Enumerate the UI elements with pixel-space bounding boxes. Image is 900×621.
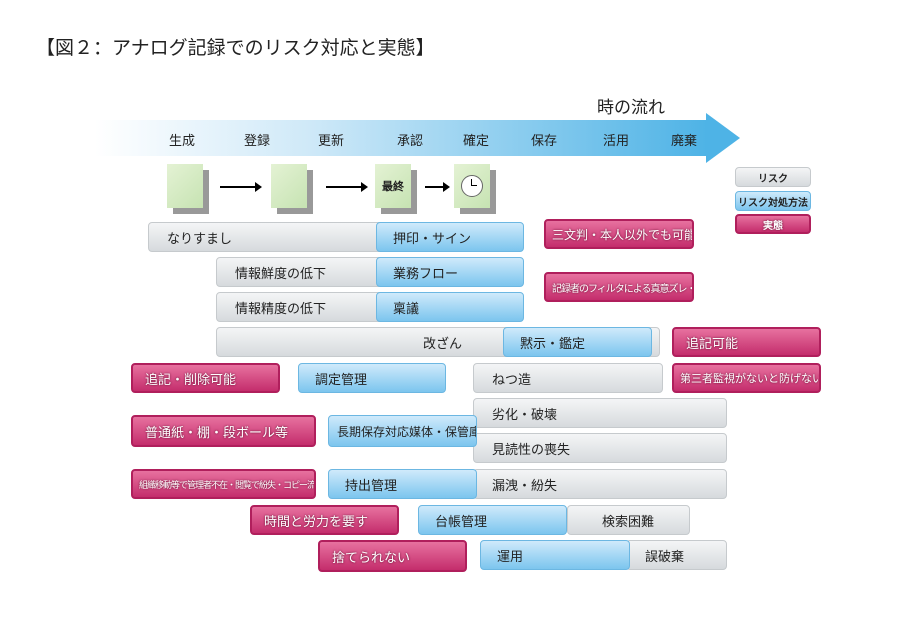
archived-document-icon <box>454 164 490 208</box>
document-icon <box>167 164 203 208</box>
risk-box: 情報精度の低下 <box>216 292 386 322</box>
reality-box: 第三者監視がないと防げない <box>672 363 821 393</box>
legend-risk: リスク <box>735 167 811 187</box>
document-icon <box>271 164 307 208</box>
countermeasure-box: 押印・サイン <box>376 222 524 252</box>
stage: 生成 <box>168 134 196 149</box>
legend-reality: 実態 <box>735 214 811 234</box>
countermeasure-box: 業務フロー <box>376 257 524 287</box>
countermeasure-box: 稟議 <box>376 292 524 322</box>
stage: 廃棄 <box>670 134 698 149</box>
reality-box: 記録者のフィルタによる真意ズレ・情報量減 <box>544 272 694 302</box>
stage: 確定 <box>462 134 490 149</box>
timeline-label: 時の流れ <box>597 98 665 118</box>
risk-box: 情報鮮度の低下 <box>216 257 386 287</box>
reality-box: 時間と労力を要す <box>250 505 399 535</box>
countermeasure-box: 台帳管理 <box>418 505 567 535</box>
timeline-arrow <box>95 120 707 156</box>
stage: 更新 <box>317 134 345 149</box>
countermeasure-box: 調定管理 <box>298 363 446 393</box>
reality-box: 普通紙・棚・段ボール等 <box>131 415 316 447</box>
reality-box: 追記可能 <box>672 327 821 357</box>
legend-countermeasure: リスク対処方法 <box>735 191 811 211</box>
risk-box: ねつ造 <box>473 363 663 393</box>
reality-box: 捨てられない <box>318 540 467 572</box>
countermeasure-box: 運用 <box>480 540 630 570</box>
risk-box: 誤破棄 <box>626 540 727 570</box>
stage: 承認 <box>396 134 424 149</box>
risk-box: なりすまし <box>148 222 390 252</box>
reality-box: 三文判・本人以外でも可能 <box>544 219 694 249</box>
stage: 活用 <box>602 134 630 149</box>
countermeasure-box: 持出管理 <box>328 469 477 499</box>
countermeasure-box: 長期保存対応媒体・保管庫 <box>328 415 477 447</box>
risk-box: 見読性の喪失 <box>473 433 727 463</box>
arrow-icon <box>326 182 368 192</box>
figure-title: 【図２：アナログ記録でのリスク対応と実態】 <box>36 37 435 59</box>
final-document-icon: 最終 <box>375 164 411 208</box>
risk-box: 劣化・破壊 <box>473 398 727 428</box>
final-label: 最終 <box>382 180 404 193</box>
arrow-icon <box>220 182 262 192</box>
risk-box: 検索困難 <box>567 505 690 535</box>
stage: 保存 <box>530 134 558 149</box>
clock-icon <box>461 175 483 197</box>
stage: 登録 <box>243 134 271 149</box>
countermeasure-box: 黙示・鑑定 <box>503 327 652 357</box>
timeline-arrow-head <box>706 113 740 163</box>
reality-box: 組織移動等で管理者不在・閲覧で紛失・コピー流出 <box>131 469 316 499</box>
arrow-icon <box>425 182 450 192</box>
risk-box: 漏洩・紛失 <box>473 469 727 499</box>
reality-box: 追記・削除可能 <box>131 363 280 393</box>
